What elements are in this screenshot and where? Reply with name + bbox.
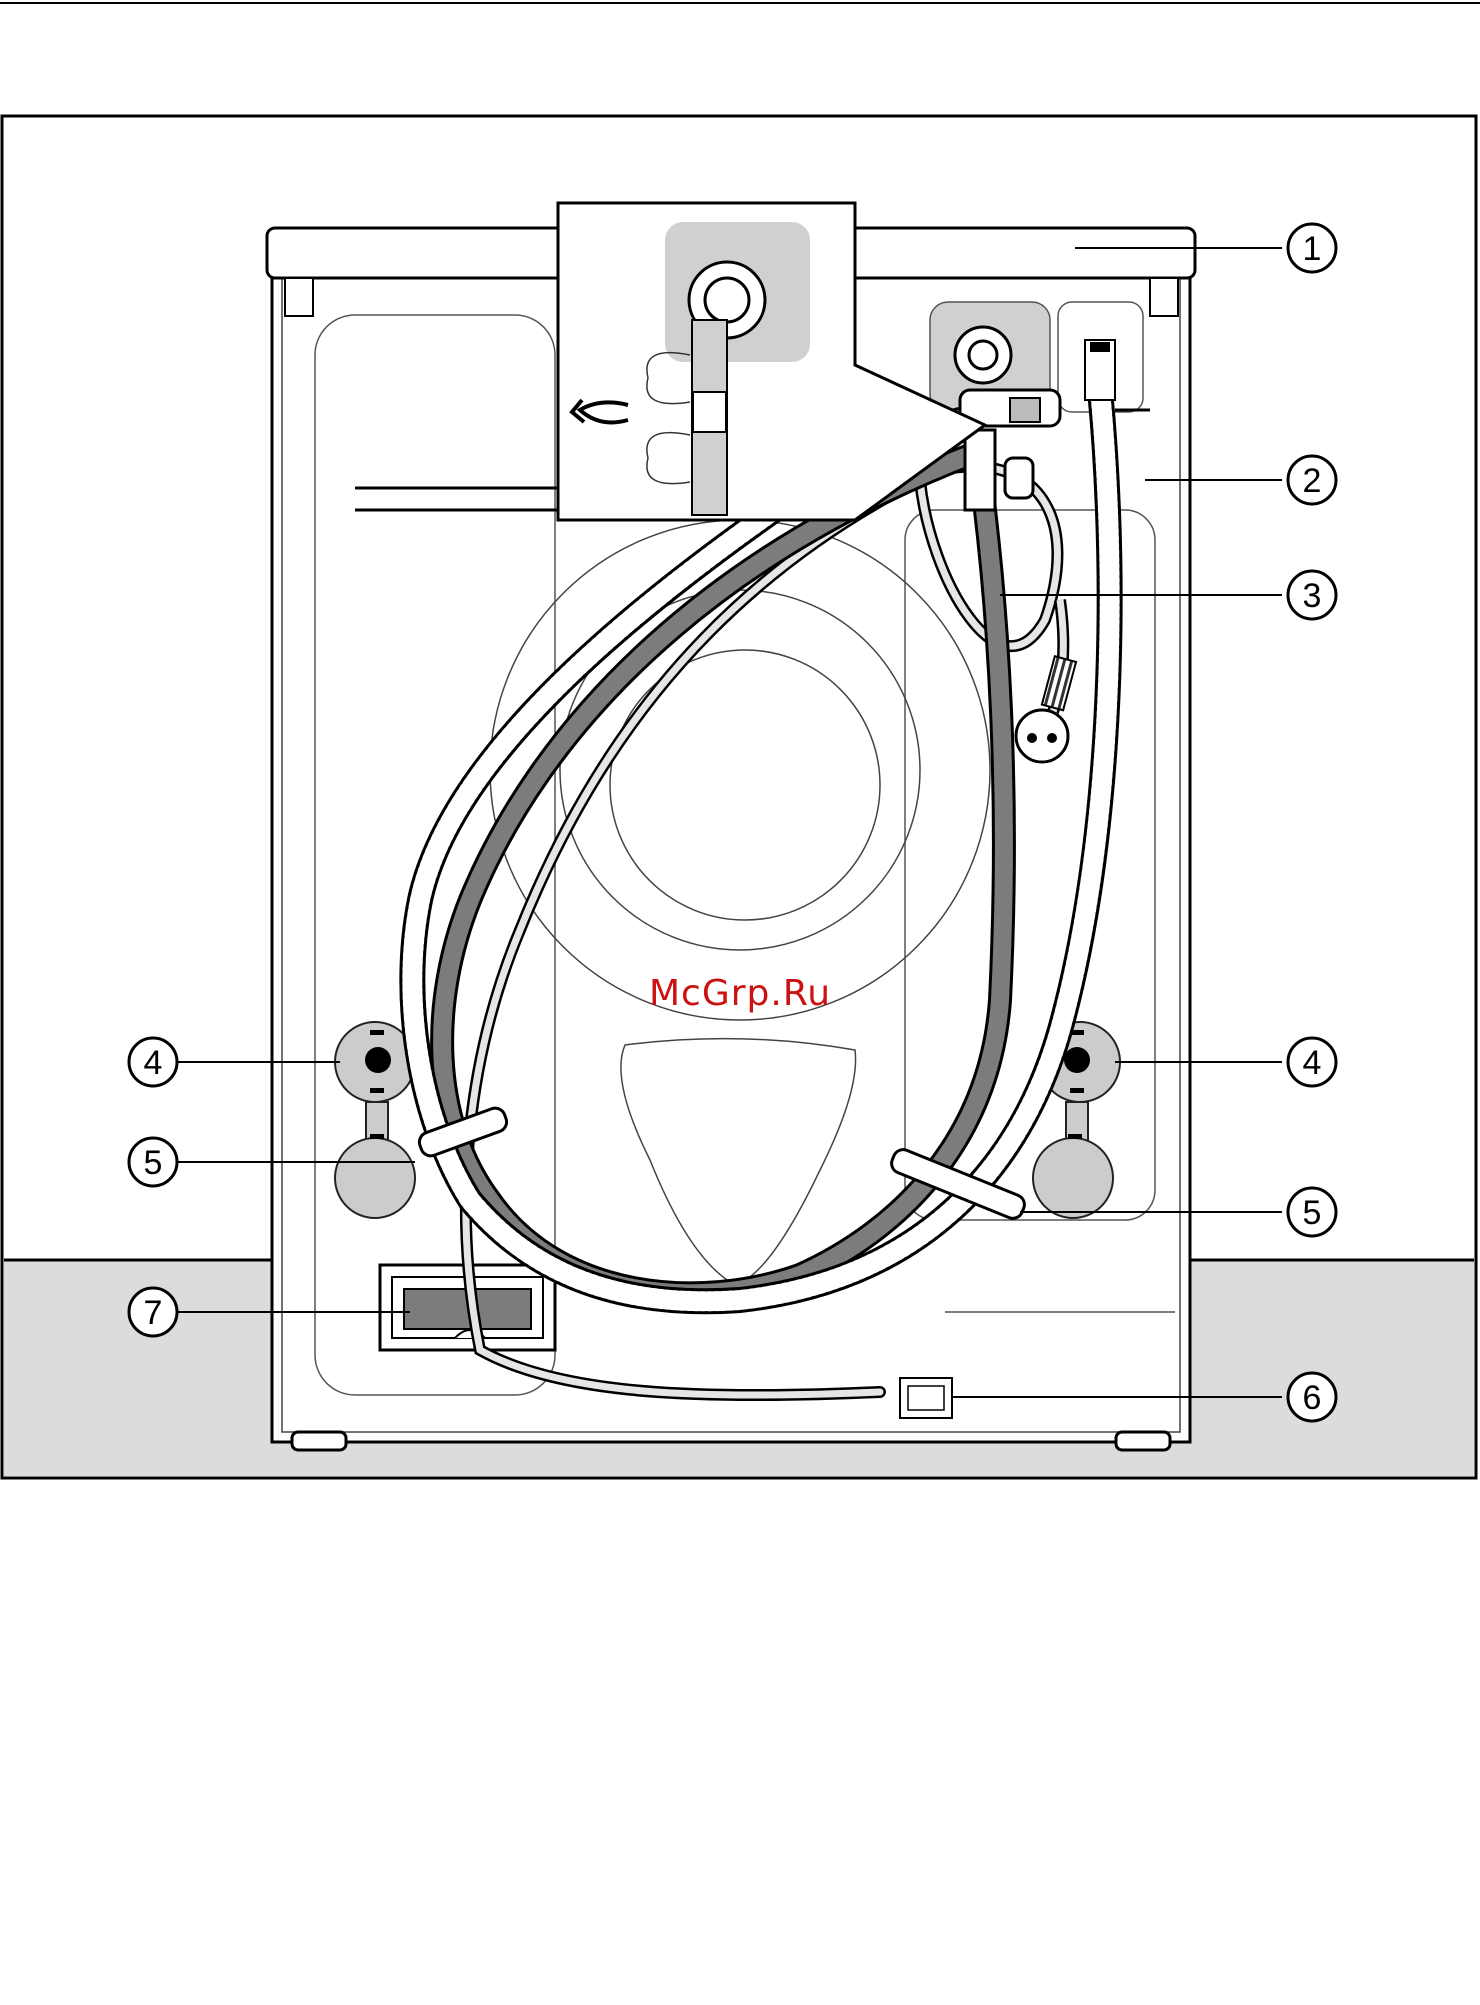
svg-text:3: 3 xyxy=(1303,577,1322,615)
svg-text:7: 7 xyxy=(144,1294,163,1332)
callout-6: 6 xyxy=(1288,1373,1336,1421)
callout-2: 2 xyxy=(1288,456,1336,504)
callout-1: 1 xyxy=(1288,224,1336,272)
foot-right xyxy=(1116,1432,1170,1450)
callout-4-left: 4 xyxy=(129,1038,177,1086)
svg-text:4: 4 xyxy=(1303,1044,1322,1082)
svg-text:2: 2 xyxy=(1303,462,1322,500)
svg-text:5: 5 xyxy=(144,1144,163,1182)
foot-left xyxy=(292,1432,346,1450)
callout-5-left: 5 xyxy=(129,1138,177,1186)
callout-3: 3 xyxy=(1288,571,1336,619)
callout-5-right: 5 xyxy=(1288,1188,1336,1236)
svg-text:5: 5 xyxy=(1303,1194,1322,1232)
power-socket xyxy=(900,1378,952,1418)
watermark: McGrp.Ru xyxy=(649,973,831,1014)
callout-7: 7 xyxy=(129,1288,177,1336)
svg-text:4: 4 xyxy=(144,1044,163,1082)
svg-text:1: 1 xyxy=(1303,230,1322,268)
svg-text:6: 6 xyxy=(1303,1379,1322,1417)
callout-4-right: 4 xyxy=(1288,1038,1336,1086)
